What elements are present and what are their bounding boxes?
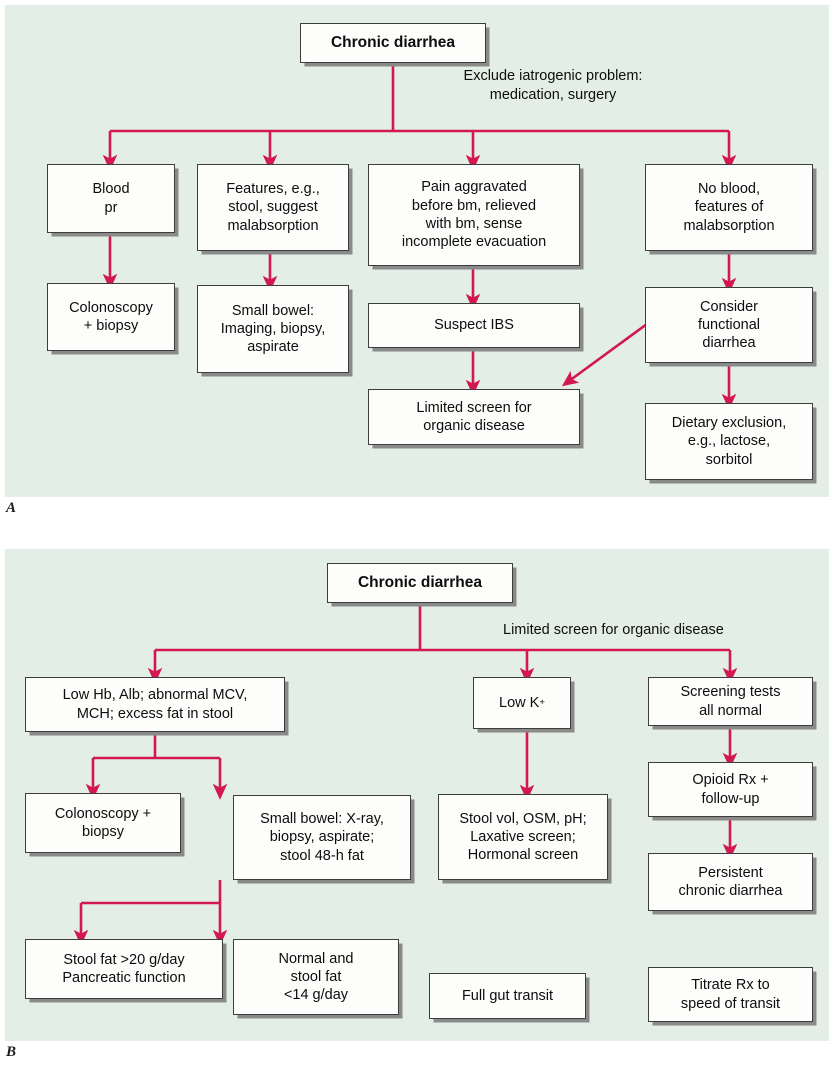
stool-vol-osm-ph[interactable]: Stool vol, OSM, pH;Laxative screen;Hormo… <box>438 794 608 880</box>
suspect-ibs[interactable]: Suspect IBS <box>368 303 580 348</box>
low-k-label: Low K <box>499 694 540 711</box>
limited-screen-note: Limited screen for organic disease <box>503 622 724 638</box>
panel-b: Chronic diarrhea Limited screen for orga… <box>5 549 829 1041</box>
low-hb-alb-abnormal-mcv[interactable]: Low Hb, Alb; abnormal MCV,MCH; excess fa… <box>25 677 285 732</box>
colonoscopy-biopsy-b[interactable]: Colonoscopy +biopsy <box>25 793 181 853</box>
chronic-diarrhea-root-b[interactable]: Chronic diarrhea <box>327 563 513 603</box>
exclude-iatrogenic-note: Exclude iatrogenic problem:medication, s… <box>463 68 643 103</box>
dietary-exclusion[interactable]: Dietary exclusion,e.g., lactose,sorbitol <box>645 403 813 480</box>
low-k[interactable]: Low K+ <box>473 677 571 729</box>
colonoscopy-biopsy[interactable]: Colonoscopy+ biopsy <box>47 283 175 351</box>
full-gut-transit[interactable]: Full gut transit <box>429 973 586 1019</box>
panel-a: Chronic diarrhea Exclude iatrogenic prob… <box>5 5 829 497</box>
small-bowel-xray[interactable]: Small bowel: X-ray,biopsy, aspirate;stoo… <box>233 795 411 880</box>
panel-b-letter: B <box>6 1044 17 1060</box>
small-bowel-imaging[interactable]: Small bowel:Imaging, biopsy,aspirate <box>197 285 349 373</box>
panel-a-letter: A <box>6 500 17 516</box>
opioid-rx-followup[interactable]: Opioid Rx +follow-up <box>648 762 813 817</box>
chronic-diarrhea-root[interactable]: Chronic diarrhea <box>300 23 486 63</box>
